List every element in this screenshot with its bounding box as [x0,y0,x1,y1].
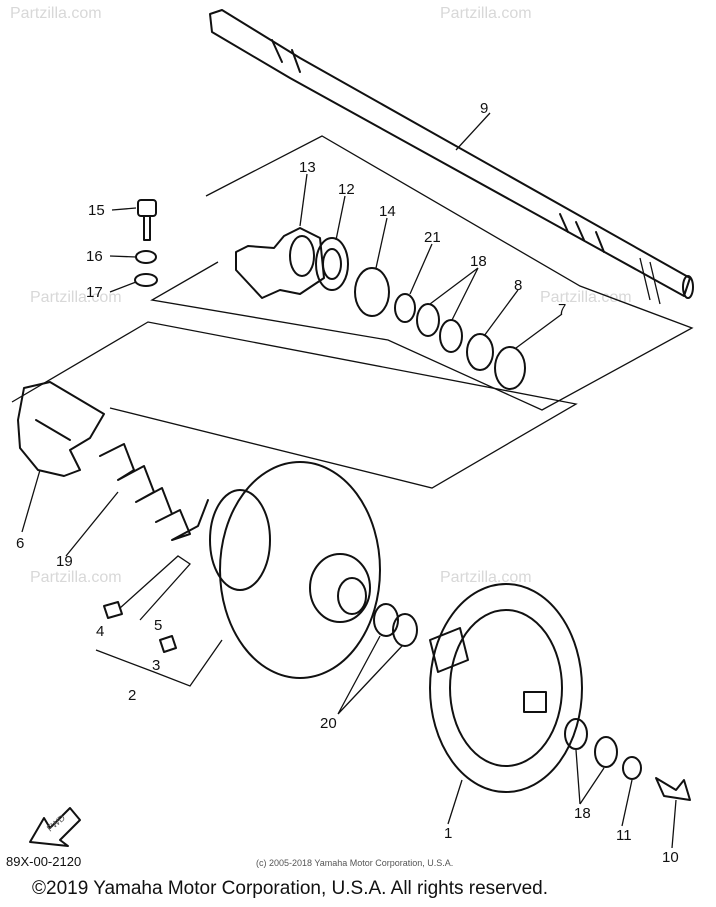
callout-20: 20 [320,715,337,732]
small-parts [95,555,223,687]
callout-16: 16 [86,248,103,265]
copyright-notice: ©2019 Yamaha Motor Corporation, U.S.A. A… [32,878,548,899]
clutch-group-box [11,321,578,489]
hardware-10-18 [564,718,691,801]
callout-17: 17 [86,284,103,301]
callout-7: 7 [558,301,566,318]
bearing-holder [235,227,349,299]
callout-13: 13 [299,159,316,176]
callout-10: 10 [662,849,679,866]
fixed-sheave [429,583,583,793]
callout-5: 5 [154,617,162,634]
callout-8: 8 [514,277,522,294]
forward-arrow-icon: FWD [29,807,81,847]
small-copyright: (c) 2005-2018 Yamaha Motor Corporation, … [256,858,453,868]
callout-4: 4 [96,623,104,640]
callout-2: 2 [128,687,136,704]
watermark: Partzilla.com [440,5,532,22]
callout-1: 1 [444,825,452,842]
fwd-label: FWD [45,812,68,833]
watermark: Partzilla.com [30,289,122,306]
movable-sheave [209,461,381,679]
leader-lines [21,112,677,849]
watermark: Partzilla.com [30,569,122,586]
callout-6: 6 [16,535,24,552]
callout-18: 18 [470,253,487,270]
callout-14: 14 [379,203,396,220]
watermark: Partzilla.com [440,569,532,586]
spring [99,443,209,541]
callout-21: 21 [424,229,441,246]
callout-3: 3 [152,657,160,674]
callout-11: 11 [616,827,632,844]
bearing-group-box [150,135,694,411]
callout-19: 19 [56,553,73,570]
callout-9: 9 [480,100,488,117]
drawing-code: 89X-00-2120 [6,854,81,869]
shaft [209,9,694,305]
cam [17,381,105,477]
washers-20 [373,603,418,647]
watermark: Partzilla.com [10,5,102,22]
callout-12: 12 [338,181,355,198]
hardware-15-17 [134,199,158,287]
callout-18-lower: 18 [574,805,591,822]
watermark: Partzilla.com [540,289,632,306]
rings [354,267,526,390]
watermark-layer: Partzilla.com Partzilla.com Partzilla.co… [10,5,632,586]
callout-15: 15 [88,202,105,219]
callouts: 9 13 12 14 21 18 8 7 15 16 17 6 19 4 5 3… [16,100,679,866]
